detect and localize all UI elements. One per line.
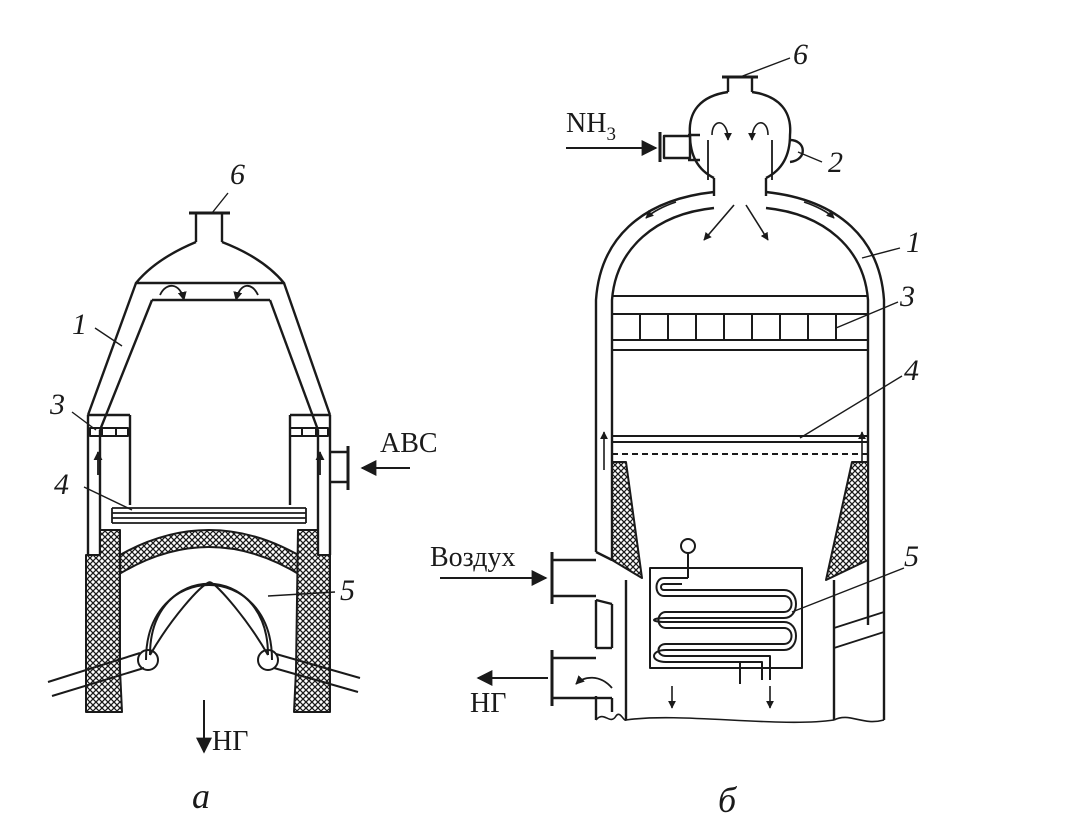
reactor-a-inlet-label: АВС [380, 428, 438, 459]
reactor-a-top-nozzle [189, 211, 230, 242]
reactor-b-leaders [739, 57, 905, 613]
reactor-a-outer-shell [86, 282, 332, 555]
reactor-b-callout-6: 6 [793, 38, 808, 71]
reactor-a-callout-1: 1 [72, 308, 87, 341]
reactor-a-callout-3: 3 [49, 388, 65, 421]
reactor-b-outer-shell [594, 190, 886, 720]
reactor-b-bottom-arrows [668, 686, 774, 709]
reactor-b-callout-2: 2 [828, 146, 843, 179]
ammonia-formula-main: NH [566, 108, 606, 139]
reactor-a-caption: а [192, 776, 210, 816]
reactor-a-flow-arrows [93, 284, 325, 475]
reactor-a-callout-5: 5 [340, 574, 355, 607]
reactor-a-dome [134, 240, 286, 285]
reactor-b-callout-4: 4 [904, 354, 919, 387]
reactor-b-refractory-right [825, 461, 869, 581]
reactor-b-outlet-nozzle [550, 646, 614, 712]
reactor-a-refractory-right [293, 529, 331, 713]
reactor-a [47, 192, 410, 754]
reactor-b-head-arrows [703, 122, 769, 241]
reactor-b-annulus-arrows [600, 201, 866, 470]
reactor-a-inner-cone [98, 298, 320, 555]
reactor-b-air-label: Воздух [430, 542, 515, 573]
reactor-b-distributor-head [658, 90, 804, 196]
reactor-a-callout-6: 6 [230, 158, 245, 191]
reactor-a-outlet-label: НГ [212, 726, 248, 757]
reactor-a-grate-3 [89, 427, 329, 437]
ammonia-formula-subscript: 3 [606, 124, 616, 145]
reactor-b-catalyst-gauze-4 [612, 435, 868, 455]
reactor-b-callout-3: 3 [899, 280, 915, 313]
reactor-b-callout-5: 5 [904, 540, 919, 573]
reactor-b-honeycomb-3 [611, 295, 869, 351]
reactor-b-coil-5 [649, 538, 803, 684]
reactor-b-caption: б [718, 780, 738, 820]
reactor-b-lower-shell [595, 580, 885, 724]
reactor-a-leaders [71, 192, 336, 597]
reactor-b-refractory-left [611, 461, 643, 579]
reactor-b-callout-1: 1 [906, 226, 921, 259]
reactor-a-callout-4: 4 [54, 468, 69, 501]
reactor-a-tubes-5 [47, 581, 361, 697]
reactor-a-brick-arch [107, 529, 311, 577]
reactor-b-air-nozzle [550, 550, 614, 648]
reactor-b-outlet-label: НГ [470, 688, 506, 719]
reactor-b-top-nozzle [722, 75, 758, 92]
reactor-a-inlet-nozzle [330, 446, 350, 490]
reactor-b-ammonia-label: NH3 [566, 108, 616, 145]
reactor-b [440, 57, 905, 724]
reactor-a-catalyst-gauze-4 [111, 507, 307, 524]
